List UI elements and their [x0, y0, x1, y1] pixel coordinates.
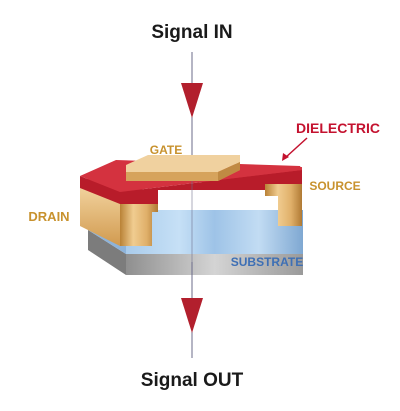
dielectric-label: DIELECTRIC [296, 120, 380, 136]
dielectric-pointer [284, 137, 308, 159]
drain-label: DRAIN [28, 209, 69, 224]
dielectric-pointer-head [282, 153, 289, 161]
substrate-block [126, 210, 303, 254]
source-block-front [265, 182, 302, 226]
source-label: SOURCE [309, 179, 360, 193]
signal-in-label: Signal IN [151, 22, 232, 43]
gate-front-face [126, 162, 240, 181]
substrate-label: SUBSTRATE [231, 255, 303, 269]
dielectric-slab [80, 170, 302, 204]
drain-block-front [120, 200, 158, 246]
signal-in-arrow [181, 83, 203, 118]
signal-out-arrow [181, 298, 203, 333]
signal-out-label: Signal OUT [141, 370, 244, 391]
gate-label: GATE [150, 143, 182, 157]
substrate-base-layer [88, 230, 126, 275]
gate-top-face [126, 155, 240, 172]
gate-side-face [218, 162, 240, 181]
substrate-base-front [126, 254, 303, 275]
